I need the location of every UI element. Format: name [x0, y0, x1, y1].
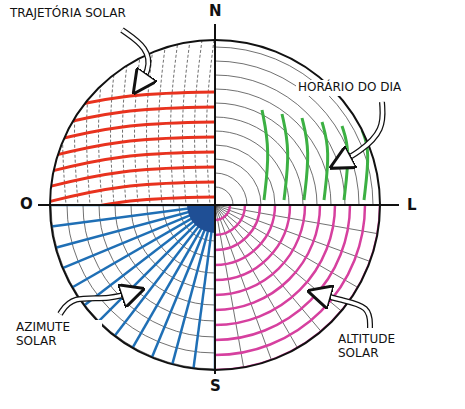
- compass-label: O: [18, 195, 35, 214]
- callout-arrow: [334, 102, 383, 166]
- west-east-axis: [38, 204, 399, 206]
- callout-label: TRAJETÓRIA SOLAR: [8, 6, 128, 22]
- callout-label: ALTITUDE SOLAR: [336, 332, 430, 362]
- compass-label: N: [207, 2, 224, 21]
- callout-arrow: [60, 290, 140, 314]
- callout-arrow: [312, 292, 370, 328]
- callout-arrow: [312, 292, 370, 328]
- callout-label: HORÁRIO DO DIA: [296, 80, 403, 96]
- callout-arrow: [334, 102, 383, 166]
- north-south-axis: [214, 24, 216, 374]
- compass-label: L: [405, 196, 419, 215]
- compass-label: S: [208, 377, 223, 396]
- callout-label: AZIMUTE SOLAR: [14, 320, 102, 350]
- callout-arrow: [60, 290, 140, 314]
- callout-arrow: [122, 30, 148, 90]
- callout-arrow: [122, 30, 148, 90]
